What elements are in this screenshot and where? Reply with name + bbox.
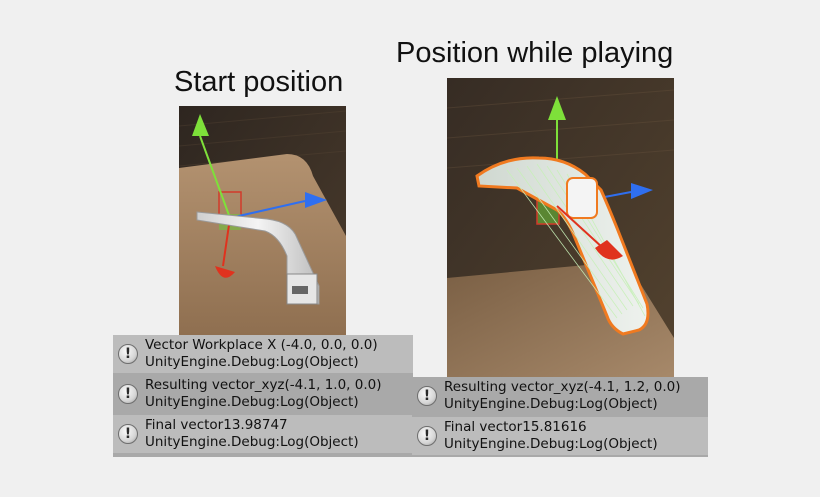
scene-view-playing[interactable]	[447, 78, 674, 379]
y-axis-line	[199, 135, 231, 219]
warning-icon: !	[417, 426, 437, 446]
z-axis-arrow	[215, 266, 235, 278]
log-source: UnityEngine.Debug:Log(Object)	[145, 433, 359, 450]
log-message: Final vector13.98747	[145, 417, 288, 433]
z-axis-arrow-playing	[595, 240, 623, 260]
log-message: Resulting vector_xyz(-4.1, 1.2, 0.0)	[444, 379, 681, 395]
warning-icon: !	[417, 386, 437, 406]
log-message: Final vector15.81616	[444, 419, 587, 435]
console-panel-right: ! Resulting vector_xyz(-4.1, 1.2, 0.0) U…	[412, 377, 708, 457]
x-axis-arrow-playing	[631, 183, 653, 199]
playing-position-caption: Position while playing	[396, 37, 674, 69]
log-entry[interactable]: ! Vector Workplace X (-4.0, 0.0, 0.0) Un…	[113, 335, 413, 373]
warning-icon: !	[118, 424, 138, 444]
warning-icon: !	[118, 384, 138, 404]
start-position-caption: Start position	[174, 66, 344, 98]
scene-render-start	[179, 106, 346, 335]
z-axis-line	[222, 217, 231, 267]
z-axis-line-playing	[556, 205, 604, 249]
log-message: Resulting vector_xyz(-4.1, 1.0, 0.0)	[145, 377, 382, 393]
console-panel-left: ! Vector Workplace X (-4.0, 0.0, 0.0) Un…	[113, 335, 413, 457]
log-source: UnityEngine.Debug:Log(Object)	[444, 435, 658, 452]
log-entry[interactable]: ! Resulting vector_xyz(-4.1, 1.0, 0.0) U…	[113, 375, 413, 413]
y-axis-arrow	[192, 114, 209, 136]
y-axis-arrow-playing	[548, 96, 566, 120]
x-axis-arrow	[305, 192, 327, 208]
log-entry[interactable]: ! Final vector13.98747 UnityEngine.Debug…	[113, 415, 413, 453]
log-source: UnityEngine.Debug:Log(Object)	[145, 393, 359, 410]
scene-view-start[interactable]	[179, 106, 346, 335]
welding-torch-playing	[475, 156, 650, 336]
x-axis-line	[229, 200, 306, 219]
log-entry[interactable]: ! Resulting vector_xyz(-4.1, 1.2, 0.0) U…	[412, 377, 708, 415]
scene-render-playing	[447, 78, 674, 379]
warning-icon: !	[118, 344, 138, 364]
log-source: UnityEngine.Debug:Log(Object)	[444, 395, 658, 412]
log-entry[interactable]: ! Final vector15.81616 UnityEngine.Debug…	[412, 417, 708, 455]
log-source: UnityEngine.Debug:Log(Object)	[145, 353, 359, 370]
log-message: Vector Workplace X (-4.0, 0.0, 0.0)	[145, 337, 378, 353]
